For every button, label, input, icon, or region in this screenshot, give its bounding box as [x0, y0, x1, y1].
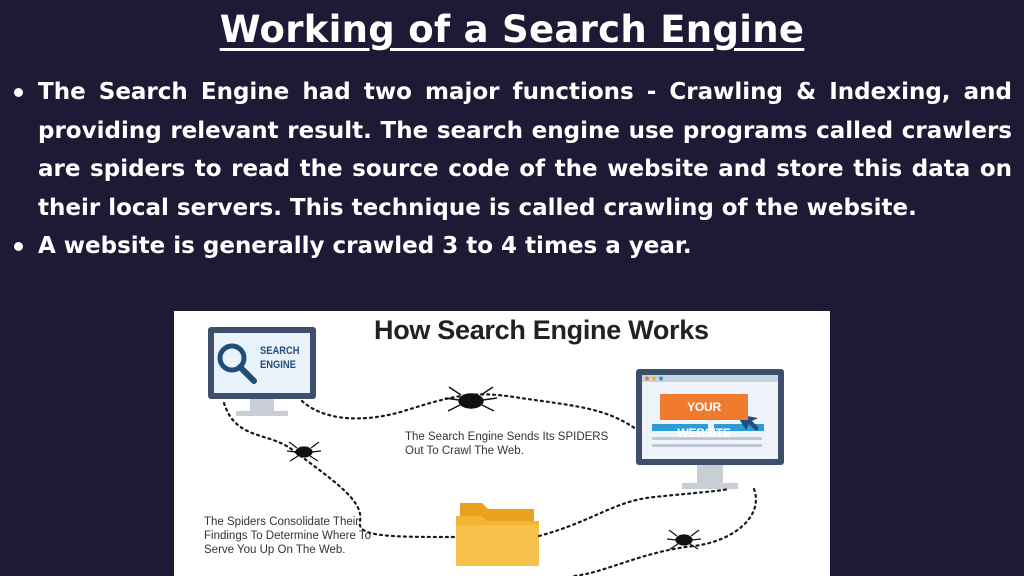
- spider-icon: [286, 441, 322, 462]
- spider-icon: [444, 386, 498, 412]
- search-engine-label: SEARCH ENGINE: [260, 345, 300, 371]
- your-website-label: YOUR WEBSITE: [660, 394, 748, 440]
- slide-title: Working of a Search Engine: [219, 8, 805, 51]
- bullet-text: A website is generally crawled 3 to 4 ti…: [38, 233, 692, 259]
- crawl-paths: [222, 393, 757, 576]
- bullet-item: A website is generally crawled 3 to 4 ti…: [14, 227, 1012, 266]
- search-engine-monitor-icon: [208, 327, 316, 416]
- bullet-list: The Search Engine had two major function…: [14, 73, 1012, 266]
- bullet-text: The Search Engine had two major function…: [38, 79, 1012, 221]
- bullet-item: The Search Engine had two major function…: [14, 73, 1012, 227]
- search-engine-diagram: How Search Engine Works SEARCH ENGINE YO…: [174, 311, 830, 576]
- bullet-dot-icon: [14, 88, 23, 97]
- spiders-caption: The Search Engine Sends Its SPIDERS Out …: [405, 431, 609, 457]
- spider-icon: [666, 529, 702, 550]
- diagram-title: How Search Engine Works: [374, 315, 709, 345]
- bullet-dot-icon: [14, 242, 23, 251]
- consolidate-caption: The Spiders Consolidate Their Findings T…: [204, 516, 372, 556]
- folder-icon: [456, 503, 539, 566]
